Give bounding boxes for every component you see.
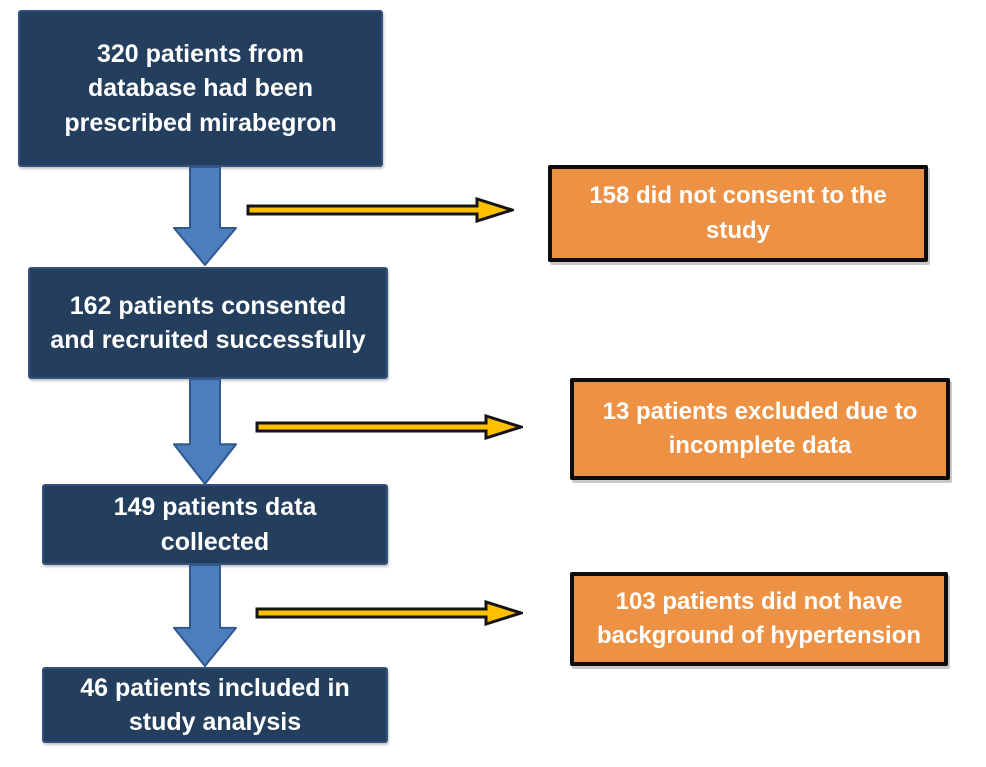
flow-box-320-text: 320 patients from database had been pres… (64, 39, 337, 137)
flow-box-46-analysis: 46 patients included in study analysis (42, 667, 388, 743)
flow-box-149-collected: 149 patients data collected (42, 484, 388, 565)
right-arrow-icon-3 (255, 600, 523, 626)
exclusion-box-158-no-consent: 158 did not consent to the study (548, 165, 928, 262)
exclusion-box-158-text: 158 did not consent to the study (589, 182, 887, 244)
exclusion-box-13-incomplete: 13 patients excluded due to incomplete d… (570, 378, 950, 480)
flow-box-149-text: 149 patients data collected (113, 493, 317, 556)
exclusion-box-13-text: 13 patients excluded due to incomplete d… (602, 397, 918, 459)
flow-box-162-consented: 162 patients consented and recruited suc… (28, 267, 388, 379)
flow-box-46-text: 46 patients included in study analysis (80, 673, 350, 737)
flow-box-162-text: 162 patients consented and recruited suc… (50, 291, 366, 355)
right-arrow-icon-2 (255, 414, 523, 440)
exclusion-box-103-no-hypertension: 103 patients did not have background of … (570, 572, 948, 666)
flow-box-320-prescribed: 320 patients from database had been pres… (18, 10, 383, 167)
down-arrow-icon-2 (173, 378, 237, 485)
right-arrow-icon-1 (246, 197, 514, 223)
exclusion-box-103-text: 103 patients did not have background of … (596, 587, 922, 649)
down-arrow-icon-1 (173, 166, 237, 266)
down-arrow-icon-3 (173, 564, 237, 667)
